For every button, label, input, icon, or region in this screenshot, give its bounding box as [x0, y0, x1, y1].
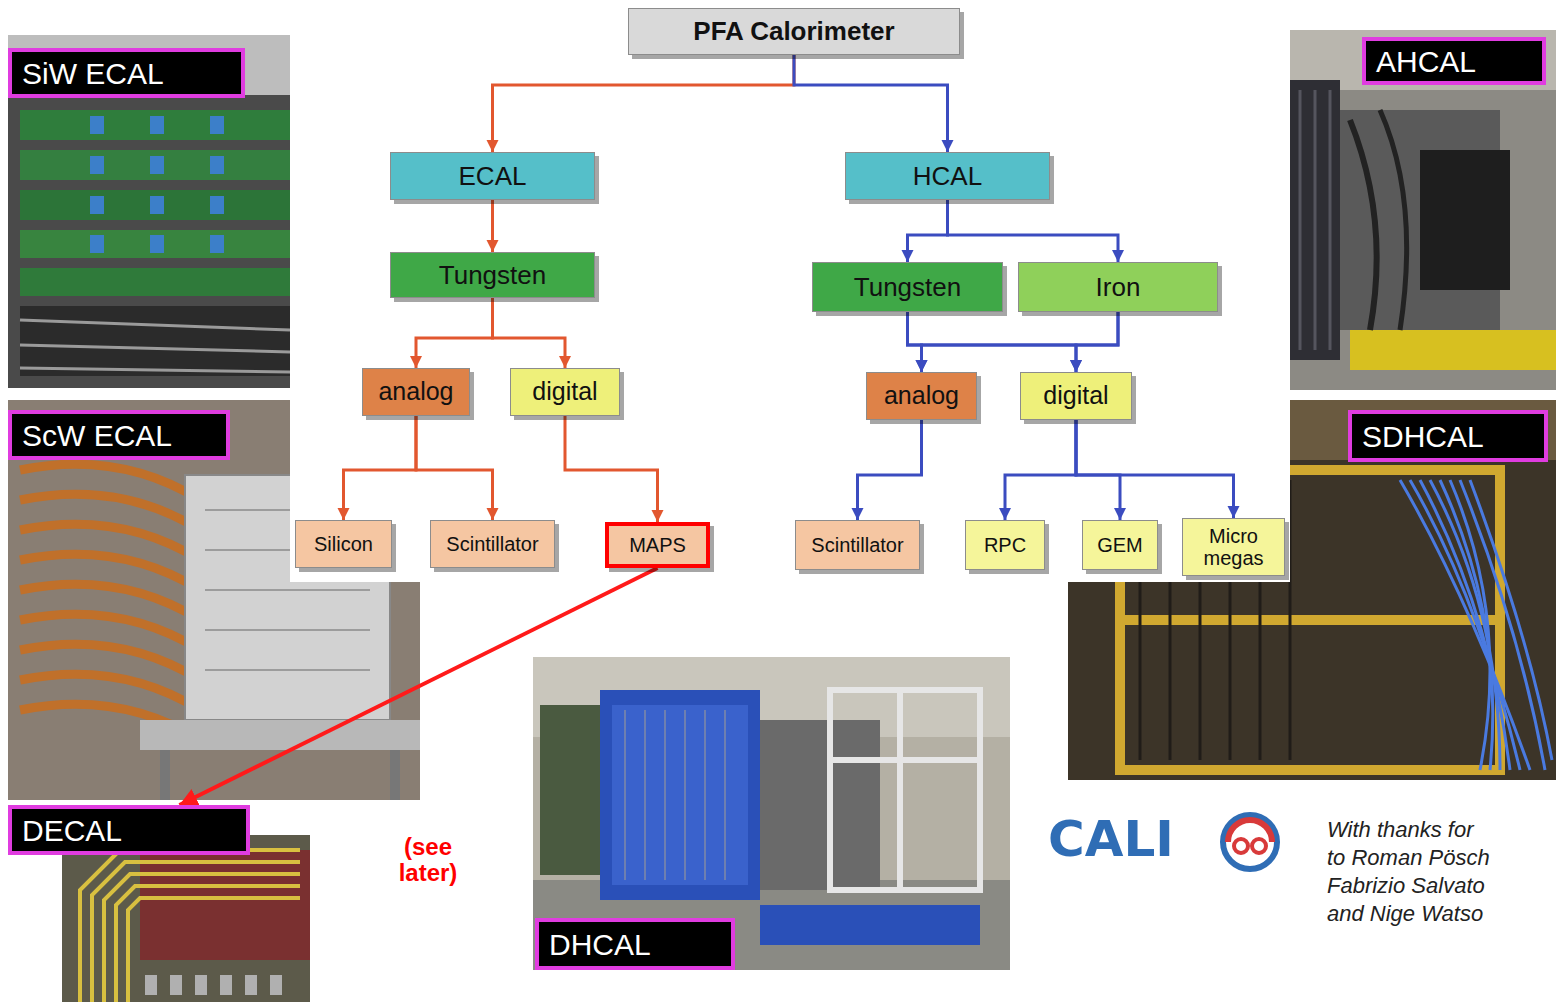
tree-connector — [565, 416, 658, 522]
node-text: PFA Calorimeter — [693, 17, 894, 46]
credit-line: Fabrizio Salvato — [1327, 874, 1553, 898]
readout-box: digital — [510, 368, 620, 416]
node-text: AHCAL — [1376, 45, 1476, 78]
node-text: Tungsten — [854, 273, 961, 302]
calice-logo-mark — [1223, 815, 1277, 869]
absorber-box: Tungsten — [812, 262, 1003, 312]
absorber-box: Tungsten — [390, 252, 595, 298]
category-box: HCAL — [845, 152, 1050, 200]
technology-box: RPC — [965, 520, 1045, 570]
tree-connector — [908, 312, 1077, 372]
credit-line: and Nige Watso — [1327, 902, 1553, 926]
technology-box: Micro megas — [1182, 518, 1285, 576]
tree-connector — [948, 200, 1119, 262]
prototype-tag: AHCAL — [1362, 37, 1546, 85]
node-text: analog — [884, 382, 959, 410]
tree-connector — [794, 55, 948, 152]
node-text: Tungsten — [439, 261, 546, 290]
readout-box: analog — [362, 368, 470, 416]
node-text: HCAL — [913, 162, 982, 191]
node-text: Scintillator — [446, 533, 538, 555]
node-text: ECAL — [459, 162, 527, 191]
technology-box: Scintillator — [430, 520, 555, 568]
credit-line: to Roman Pösch — [1327, 846, 1553, 870]
readout-box: digital — [1020, 372, 1132, 420]
tree-connector — [908, 200, 948, 262]
tree-connector — [491, 200, 494, 252]
node-text: analog — [378, 378, 453, 406]
node-text: digital — [532, 378, 597, 406]
tree-connector — [922, 312, 1119, 372]
tree-connector — [1005, 420, 1076, 520]
node-text: DHCAL — [549, 928, 651, 961]
node-text: MAPS — [629, 534, 686, 556]
siw-ecal-photo — [8, 35, 298, 388]
technology-box: GEM — [1082, 520, 1158, 570]
node-text: Iron — [1096, 273, 1141, 302]
node-text: GEM — [1097, 534, 1143, 556]
credit-line: With thanks for — [1327, 818, 1553, 842]
logo-text: CALI — [1048, 812, 1218, 867]
tree-connector — [858, 420, 922, 520]
node-text: SiW ECAL — [22, 57, 164, 90]
callout-arrow — [179, 568, 657, 805]
tree-connector — [1076, 312, 1118, 372]
callout-note: (see later) — [383, 834, 473, 887]
technology-box: Silicon — [295, 520, 392, 568]
category-box: ECAL — [390, 152, 595, 200]
root-box: PFA Calorimeter — [628, 8, 960, 55]
tree-connector — [908, 312, 922, 372]
prototype-tag: SDHCAL — [1348, 410, 1548, 462]
prototype-tag: DHCAL — [535, 918, 735, 970]
tree-connector — [1076, 420, 1234, 518]
absorber-box: Iron — [1018, 262, 1218, 312]
dhcal-photo — [533, 657, 1010, 970]
node-text: DECAL — [22, 814, 122, 847]
tree-connector — [1076, 420, 1120, 520]
tree-connector — [493, 298, 566, 368]
credit-line-holder: to Roman Pösch — [1327, 846, 1553, 870]
prototype-tag: ScW ECAL — [8, 410, 230, 460]
node-text: RPC — [984, 534, 1026, 556]
credit-line-holder: With thanks for — [1327, 818, 1553, 842]
logo-text-holder: CALI — [1048, 812, 1218, 867]
node-text: Micro megas — [1183, 525, 1284, 569]
tree-connector — [344, 416, 417, 520]
tree-connector — [416, 298, 493, 368]
tree-connector — [416, 416, 493, 520]
credit-line-holder: Fabrizio Salvato — [1327, 874, 1553, 898]
prototype-tag: DECAL — [8, 805, 250, 855]
decal-chip-image — [62, 835, 310, 1002]
node-text: Scintillator — [811, 534, 903, 556]
readout-box: analog — [866, 372, 977, 420]
diagram-panel — [290, 0, 1290, 582]
node-text: ScW ECAL — [22, 419, 172, 452]
credit-line-holder: and Nige Watso — [1327, 902, 1553, 926]
node-text: Silicon — [314, 533, 373, 555]
technology-box: MAPS — [605, 522, 710, 568]
callout-note-holder: (see later) — [383, 834, 473, 887]
tree-connector — [493, 55, 795, 152]
node-text: SDHCAL — [1362, 420, 1484, 453]
technology-box: Scintillator — [795, 520, 920, 570]
node-text: digital — [1043, 382, 1108, 410]
prototype-tag: SiW ECAL — [8, 48, 245, 98]
